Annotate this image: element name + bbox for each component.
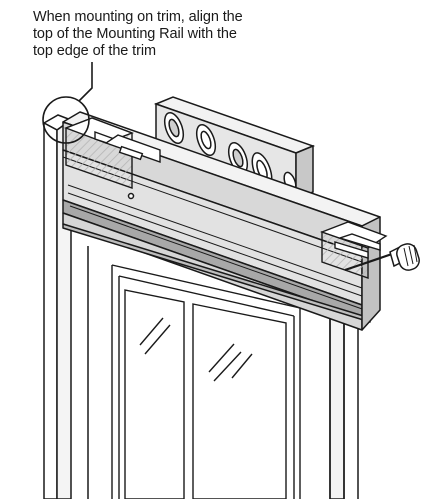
screwdriver-icon xyxy=(344,243,420,272)
window-sash xyxy=(111,264,301,499)
callout-leader-line xyxy=(78,62,93,102)
callout-circle xyxy=(42,96,90,144)
left-glass-pane xyxy=(124,289,185,499)
right-glass-pane xyxy=(192,303,287,499)
window-trim xyxy=(42,114,359,499)
callout-text: When mounting on trim, align the top of … xyxy=(33,9,243,59)
